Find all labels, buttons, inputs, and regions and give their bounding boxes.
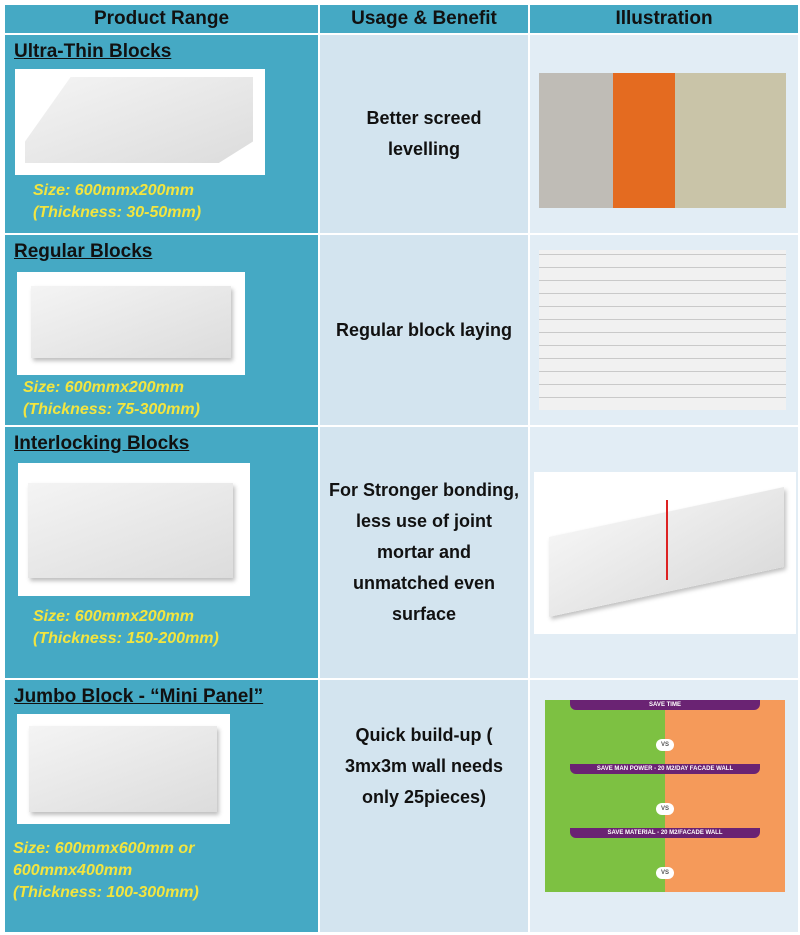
- illustration-cell: [530, 35, 798, 233]
- vs-badge: VS: [656, 739, 674, 751]
- product-size: Size: 600mmx200mm: [33, 182, 194, 199]
- benefit: For Stronger bonding, less use of joint …: [320, 427, 528, 678]
- product-title: Ultra-Thin Blocks: [14, 41, 172, 62]
- interlocking-block-photo: [534, 472, 796, 634]
- product-title: Interlocking Blocks: [14, 433, 190, 454]
- product-size-alt: 600mmx400mm: [13, 862, 133, 879]
- ultra-thin-block-image: [15, 69, 265, 175]
- product-thickness: (Thickness: 100-300mm): [13, 884, 199, 901]
- screed-levelling-photo: [539, 73, 786, 208]
- product-thickness: (Thickness: 30-50mm): [33, 204, 202, 221]
- header-usage-benefit: Usage & Benefit: [320, 5, 528, 33]
- product-thickness: (Thickness: 150-200mm): [33, 630, 219, 647]
- header-product-range: Product Range: [5, 5, 318, 33]
- row-interlocking-product: Interlocking Blocks Size: 600mmx200mm (T…: [5, 427, 318, 678]
- jumbo-block-image: [17, 714, 230, 824]
- product-size: Size: 600mmx200mm: [23, 379, 184, 396]
- block-wall-photo: [539, 250, 786, 410]
- product-thickness: (Thickness: 75-300mm): [23, 401, 200, 418]
- illustration-cell: [530, 427, 798, 678]
- regular-block-image: [17, 272, 245, 375]
- benefit: Quick build-up ( 3mx3m wall needs only 2…: [320, 680, 528, 932]
- product-title: Jumbo Block - “Mini Panel”: [14, 686, 264, 707]
- comparison-infographic: SAVE TIME VS SAVE MAN POWER - 20 M2/DAY …: [545, 700, 785, 892]
- save-manpower-band: SAVE MAN POWER - 20 M2/DAY FACADE WALL: [570, 764, 760, 774]
- header-illustration: Illustration: [530, 5, 798, 33]
- product-size: Size: 600mmx200mm: [33, 608, 194, 625]
- vs-badge: VS: [656, 803, 674, 815]
- illustration-cell: [530, 235, 798, 425]
- interlocking-block-image: [18, 463, 250, 596]
- product-title: Regular Blocks: [14, 241, 153, 262]
- benefit: Better screed levelling: [320, 35, 528, 233]
- benefit: Regular block laying: [320, 235, 528, 425]
- save-material-band: SAVE MATERIAL - 20 M2/FACADE WALL: [570, 828, 760, 838]
- row-jumbo-product: Jumbo Block - “Mini Panel” Size: 600mmx6…: [5, 680, 318, 932]
- row-ultra-thin-product: Ultra-Thin Blocks Size: 600mmx200mm (Thi…: [5, 35, 318, 233]
- product-size: Size: 600mmx600mm or: [13, 840, 195, 857]
- row-regular-product: Regular Blocks Size: 600mmx200mm (Thickn…: [5, 235, 318, 425]
- save-time-band: SAVE TIME: [570, 700, 760, 710]
- vs-badge: VS: [656, 867, 674, 879]
